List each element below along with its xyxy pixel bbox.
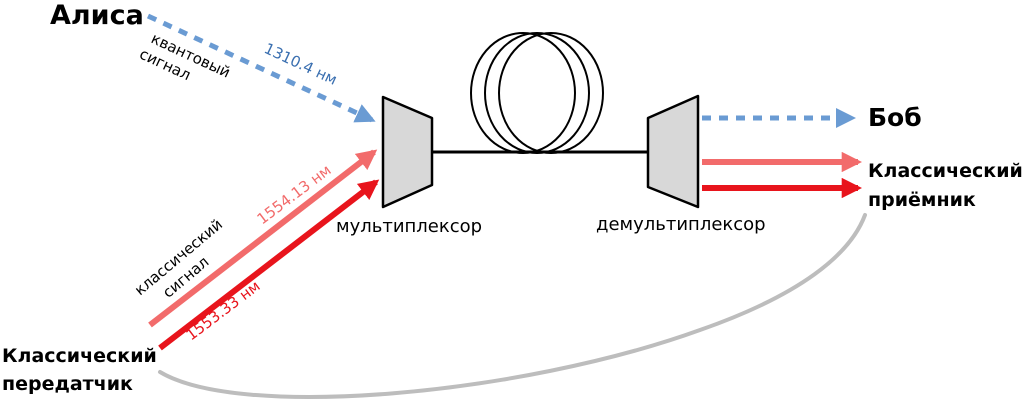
classical-signal-1553-arrow (158, 179, 380, 351)
multiplexer-label: мультиплексор (336, 216, 482, 237)
classical-transmitter-label: Классический передатчик (2, 345, 163, 395)
quantum-signal-label: квантовый сигнал (137, 28, 238, 101)
classical-transmitter-line-2: передатчик (2, 373, 133, 395)
classical-receiver-line-1: Классический (868, 160, 1023, 182)
fiber-spool-icon (470, 32, 604, 154)
demultiplexer-icon (646, 94, 700, 209)
classical-receiver-label: Классический приёмник (868, 160, 1024, 211)
classical-feedback-curve (158, 213, 867, 399)
classical-transmitter-line-1: Классический (2, 345, 157, 367)
quantum-wavelength-label: 1310.4 нм (261, 39, 340, 88)
classical-receiver-line-2: приёмник (868, 189, 976, 211)
demultiplexer-label: демультиплексор (596, 214, 766, 235)
multiplexer-icon (381, 95, 434, 209)
classical-signal-1554-arrow (148, 149, 378, 328)
alice-label: Алиса (50, 0, 144, 31)
bob-label: Боб (868, 103, 922, 132)
quantum-signal-arrow (146, 13, 376, 123)
